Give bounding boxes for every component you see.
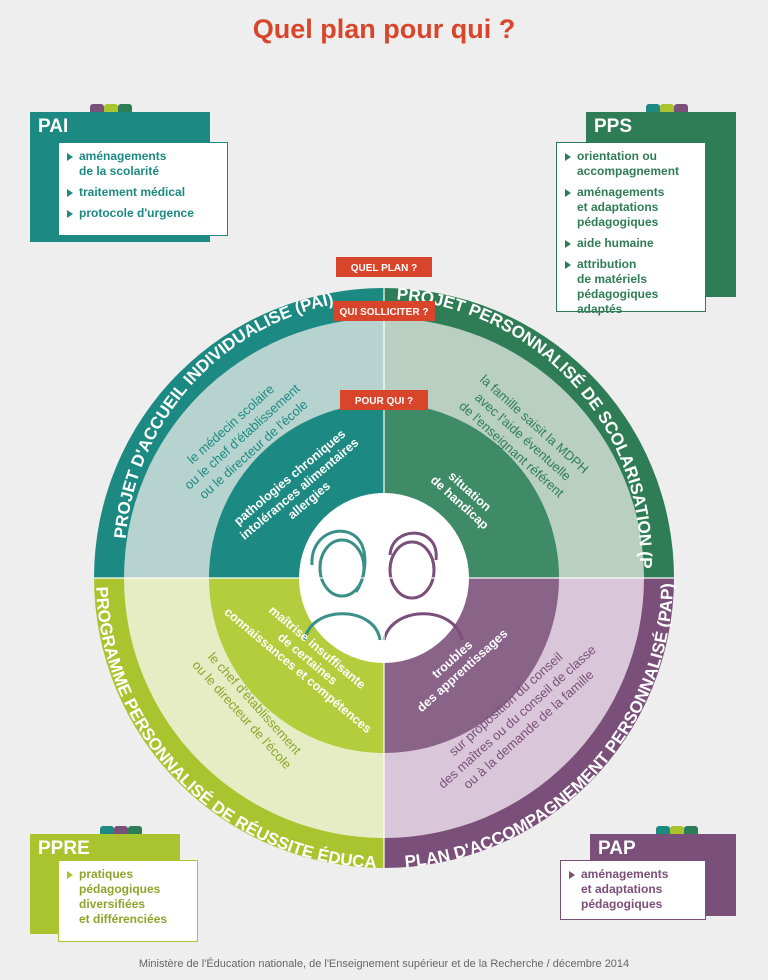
credit-line: Ministère de l'Éducation nationale, de l… [138, 958, 630, 970]
pai-card-item-text: traitement médical [79, 185, 186, 199]
triangle-bullet-icon [569, 871, 575, 879]
pps-card-box: orientation ou accompagnement aménagement… [556, 142, 706, 316]
pai-card-item: aménagements de la scolarité [67, 149, 219, 179]
ppre-card-item: pratiques pédagogiques diversifiées et d… [67, 867, 189, 927]
ppre-card-item-text: pratiques pédagogiques diversifiées et d… [79, 867, 168, 926]
pps-card-item: aménagements et adaptations pédagogiques [565, 185, 697, 230]
pai-card-item: protocole d'urgence [67, 206, 219, 221]
pap-card-title: PAP [598, 838, 636, 859]
ppre-card: PPRE pratiques pédagogiques diversifiées… [30, 826, 205, 946]
triangle-bullet-icon [67, 189, 73, 197]
pai-card-list: aménagements de la scolarité traitement m… [67, 149, 219, 221]
pai-card-item-text: protocole d'urgence [79, 206, 194, 220]
triangle-bullet-icon [67, 210, 73, 218]
pap-card-item-text: aménagements et adaptations pédagogiques [581, 867, 669, 911]
pps-card-item-text: orientation ou accompagnement [577, 149, 680, 178]
pps-card-title: PPS [594, 116, 633, 137]
pour-qui-label: POUR QUI ? [355, 396, 413, 407]
pai-card-item-text: aménagements de la scolarité [79, 149, 167, 178]
qui-solliciter-badge: QUI SOLLICITER ? [333, 301, 435, 321]
quel-plan-label: QUEL PLAN ? [351, 263, 417, 274]
page-title: Quel plan pour qui ? [252, 14, 516, 44]
pai-card-title: PAI [38, 116, 69, 137]
pps-card-item-text: attribution de matériels pédagogiques ad… [577, 257, 659, 316]
qui-solliciter-label: QUI SOLLICITER ? [340, 307, 429, 318]
triangle-bullet-icon [67, 153, 73, 161]
triangle-bullet-icon [67, 871, 73, 879]
triangle-bullet-icon [565, 153, 571, 161]
triangle-bullet-icon [565, 189, 571, 197]
pour-qui-badge: POUR QUI ? [340, 390, 428, 410]
pai-card-box: aménagements de la scolarité traitement m… [58, 142, 228, 236]
pap-card-box: aménagements et adaptations pédagogiques [560, 860, 706, 920]
pps-card-item: orientation ou accompagnement [565, 149, 697, 179]
pps-card-item: aide humaine [565, 236, 697, 251]
pps-card-item-text: aide humaine [577, 236, 654, 250]
pai-card-item: traitement médical [67, 185, 219, 200]
children-icon [303, 529, 464, 641]
pap-card: PAP aménagements et adaptations pédagogi… [560, 826, 736, 926]
pps-card-list: orientation ou accompagnement aménagement… [565, 149, 697, 317]
pai-card: PAI aménagements de la scolarité traiteme… [30, 104, 230, 254]
pps-card: PPS orientation ou accompagnement aménage… [556, 104, 736, 316]
ppre-card-title: PPRE [38, 838, 90, 859]
pps-card-item-text: aménagements et adaptations pédagogiques [577, 185, 665, 229]
pap-card-item: aménagements et adaptations pédagogiques [569, 867, 697, 912]
triangle-bullet-icon [565, 261, 571, 269]
pap-card-list: aménagements et adaptations pédagogiques [569, 867, 697, 912]
quel-plan-badge: QUEL PLAN ? [336, 257, 432, 277]
triangle-bullet-icon [565, 240, 571, 248]
pps-card-item: attribution de matériels pédagogiques ad… [565, 257, 697, 317]
ppre-card-box: pratiques pédagogiques diversifiées et d… [58, 860, 198, 942]
ppre-card-list: pratiques pédagogiques diversifiées et d… [67, 867, 189, 927]
